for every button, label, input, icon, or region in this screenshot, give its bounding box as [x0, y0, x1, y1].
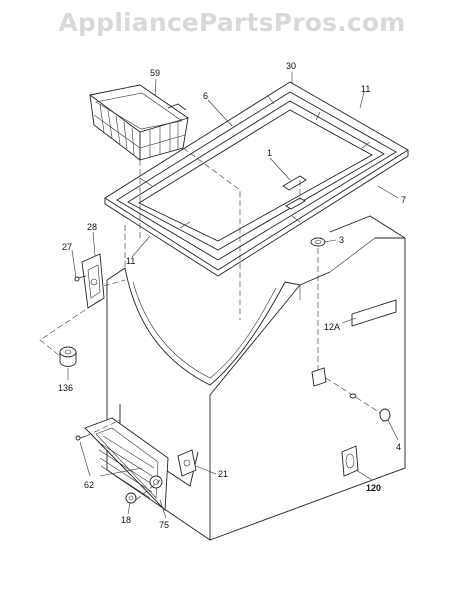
- leader-lines: [67, 72, 399, 519]
- caster-part: [341, 445, 359, 477]
- callout-21: 21: [218, 469, 228, 479]
- drain-assembly: [310, 237, 397, 422]
- callout-11-left: 11: [126, 256, 135, 266]
- callout-28: 28: [87, 222, 97, 232]
- callout-11-top: 11: [361, 84, 370, 94]
- callout-27: 27: [62, 242, 72, 252]
- lid-frame: [104, 81, 409, 277]
- grille-assembly: [75, 404, 199, 512]
- callout-7: 7: [401, 195, 406, 205]
- callout-6: 6: [203, 91, 208, 101]
- callout-18: 18: [121, 515, 131, 525]
- callout-62: 62: [84, 480, 94, 490]
- callout-12a: 12A: [324, 322, 340, 332]
- watermark-text: AppliancePartsPros.com: [58, 8, 406, 37]
- assembly-lines: [39, 147, 301, 501]
- cabinet-body: [106, 215, 406, 541]
- hinge-assembly: [74, 253, 105, 309]
- callout-3: 3: [339, 235, 344, 245]
- foot-part: [59, 346, 77, 367]
- callout-labels: 59 30 6 11 1 7 28 27 11 3 12A 136 4 21 6…: [58, 61, 406, 530]
- callout-4: 4: [396, 442, 401, 452]
- callout-75: 75: [159, 520, 169, 530]
- callout-120: 120: [366, 483, 381, 493]
- callout-136: 136: [58, 383, 73, 393]
- callout-30: 30: [286, 61, 296, 71]
- basket: [88, 84, 190, 161]
- callout-59: 59: [150, 68, 160, 78]
- callout-1: 1: [267, 148, 272, 158]
